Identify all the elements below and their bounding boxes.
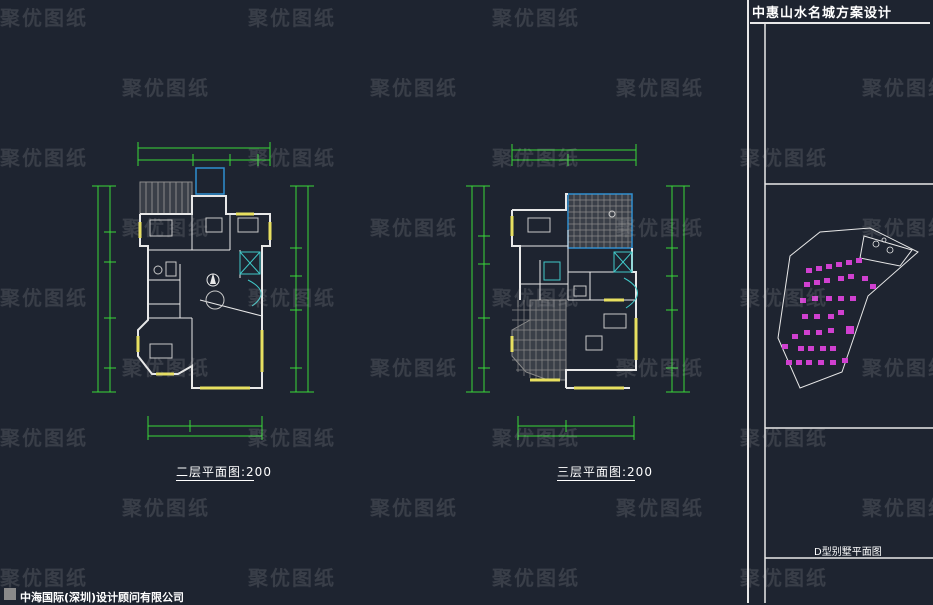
windows [510, 216, 638, 390]
title-block-frame [764, 22, 933, 603]
bottom-dimension-lines [147, 416, 263, 440]
top-dimension-lines [511, 144, 637, 166]
title-block [747, 0, 933, 603]
exterior-walls [137, 195, 271, 389]
plan-caption-level-3: 三层平面图:200 [557, 465, 653, 479]
interior-walls [520, 230, 636, 301]
furniture [149, 217, 259, 359]
site-plan [777, 227, 919, 389]
north-compass-icon [206, 273, 220, 287]
balcony-hatch [139, 181, 193, 215]
bottom-dimension-lines [517, 416, 635, 440]
right-dimension-lines [290, 185, 314, 393]
plan-caption-level-2: 二层平面图:200 [176, 465, 272, 479]
terrace-hatch [567, 193, 633, 249]
floor-plan-level-2 [92, 142, 314, 440]
left-dimension-lines [92, 185, 116, 393]
roof-outline [195, 167, 225, 195]
staircase [239, 251, 262, 307]
right-dimension-lines [666, 185, 690, 393]
windows [136, 212, 272, 390]
company-logo-icon [4, 588, 16, 600]
furniture [527, 210, 627, 351]
caption-underline [557, 480, 635, 481]
left-dimension-lines [466, 185, 490, 393]
company-name: 中海国际(深圳)设计顾问有限公司 [20, 591, 185, 604]
top-dimension-lines [137, 142, 271, 166]
project-title: 中惠山水名城方案设计 [752, 6, 893, 21]
staircase [543, 251, 638, 309]
sheet-name: D型别墅平面图 [814, 547, 882, 558]
lower-terrace-hatch [511, 299, 567, 381]
title-underline [750, 22, 930, 24]
caption-underline [176, 480, 254, 481]
interior-walls [148, 214, 263, 366]
floor-plan-level-3 [466, 144, 690, 440]
